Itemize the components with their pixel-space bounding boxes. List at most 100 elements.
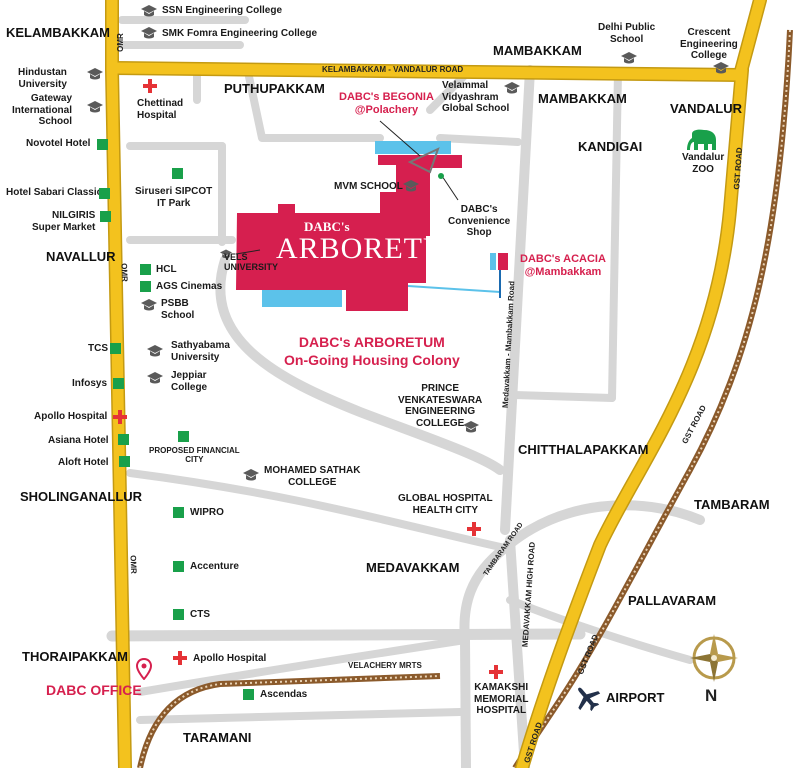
landmark-wipro: WIPRO bbox=[190, 507, 224, 518]
landmark-marker bbox=[118, 434, 129, 445]
compass-north-letter: N bbox=[705, 686, 718, 705]
area-mambakkam: MAMBAKKAM bbox=[538, 91, 627, 106]
project-acacia-label: DABC's ACACIA @Mambakkam bbox=[520, 253, 606, 278]
landmark-marker bbox=[173, 561, 184, 572]
graduation-cap-icon bbox=[141, 5, 157, 17]
landmark-tcs: TCS bbox=[88, 343, 108, 354]
hospital-cross-icon bbox=[113, 410, 127, 424]
landmark-aloft: Aloft Hotel bbox=[58, 457, 109, 468]
college-jeppiar: Jeppiar College bbox=[171, 370, 208, 393]
road-medavakkam-south bbox=[459, 543, 510, 768]
area-pallavaram: PALLAVARAM bbox=[628, 593, 717, 608]
location-pin-icon bbox=[136, 658, 152, 680]
college-ssn: SSN Engineering College bbox=[162, 5, 283, 16]
college-psbb: PSBB School bbox=[161, 298, 195, 321]
pointer-convenience bbox=[441, 175, 459, 201]
road-thoraipakkam bbox=[106, 628, 586, 642]
water-begonia bbox=[375, 141, 451, 154]
college-smk: SMK Fomra Engineering College bbox=[162, 28, 318, 39]
airplane-icon bbox=[578, 687, 601, 712]
road-vels-curve bbox=[215, 255, 505, 475]
road-gst bbox=[516, 64, 748, 768]
road-label-omr-mid: OMR bbox=[119, 263, 130, 282]
project-arboretum-parcel bbox=[236, 155, 462, 311]
road-label-omr-bottom: OMR bbox=[128, 555, 139, 574]
landmark-financial-city: PROPOSED FINANCIAL CITY bbox=[149, 446, 240, 465]
railway-lines bbox=[137, 29, 793, 768]
college-velammal: Velammal Vidyashram Global School bbox=[442, 80, 510, 114]
landmark-airport: AIRPORT bbox=[606, 690, 665, 705]
landmark-marker bbox=[140, 264, 151, 275]
area-taramani: TARAMANI bbox=[183, 730, 252, 745]
road-medavakkam-high bbox=[505, 535, 530, 768]
college-vels: VELS UNIVERSITY bbox=[224, 252, 279, 273]
road-taramani bbox=[136, 636, 469, 696]
area-kandigai: KANDIGAI bbox=[578, 139, 643, 154]
hospital-global: GLOBAL HOSPITAL HEALTH CITY bbox=[398, 493, 493, 516]
area-navallur: NAVALLUR bbox=[46, 249, 116, 264]
graduation-cap-icon bbox=[87, 101, 103, 113]
landmark-marker bbox=[173, 609, 184, 620]
road-tambaram bbox=[500, 500, 705, 553]
road-wipro bbox=[126, 469, 509, 552]
landmark-asiana: Asiana Hotel bbox=[48, 435, 109, 446]
college-dps: Delhi Public School bbox=[598, 22, 656, 45]
landmark-marker bbox=[172, 168, 183, 179]
hospital-cross-icon bbox=[489, 665, 503, 679]
landmark-marker bbox=[173, 507, 184, 518]
area-kelambakkam: KELAMBAKKAM bbox=[6, 25, 110, 40]
graduation-cap-icon bbox=[243, 469, 259, 481]
graduation-cap-icon bbox=[141, 299, 157, 311]
college-prince: PRINCE VENKATESWARA ENGINEERING COLLEGE bbox=[398, 383, 483, 429]
area-tambaram: TAMBARAM bbox=[694, 497, 770, 512]
college-hindustan: Hindustan University bbox=[18, 67, 67, 90]
hospital-cross-icon bbox=[143, 79, 157, 93]
college-mohamed-sathak: MOHAMED SATHAK COLLEGE bbox=[264, 465, 361, 488]
landmark-marker bbox=[113, 378, 124, 389]
landmark-marker bbox=[178, 431, 189, 442]
hospital-chettinad: Chettinad Hospital bbox=[137, 98, 184, 121]
dabc-office-label: DABC OFFICE bbox=[46, 682, 142, 698]
landmark-cts: CTS bbox=[190, 609, 210, 620]
landmark-marker bbox=[110, 343, 121, 354]
pointer-vels bbox=[235, 249, 261, 255]
road-medavakkam-east bbox=[506, 596, 694, 664]
landmark-marker bbox=[99, 188, 110, 199]
hospital-cross-icon bbox=[467, 522, 481, 536]
landmark-ascendas: Ascendas bbox=[260, 689, 308, 700]
hospital-apollo-omr: Apollo Hospital bbox=[34, 411, 108, 422]
college-gateway: Gateway International School bbox=[12, 93, 73, 127]
landmark-novotel: Novotel Hotel bbox=[26, 138, 91, 149]
area-chitthalapakkam: CHITTHALAPAKKAM bbox=[518, 442, 649, 457]
road-label-kelambakkam-vandalur: KELAMBAKKAM - VANDALUR ROAD bbox=[322, 65, 464, 74]
college-sathyabama: Sathyabama University bbox=[171, 340, 230, 363]
area-thoraipakkam: THORAIPAKKAM bbox=[22, 649, 128, 664]
road-label-velachery-mrts: VELACHERY MRTS bbox=[348, 661, 422, 670]
arboretum-logo-small: DABC's bbox=[304, 219, 350, 234]
landmark-nilgiris: NILGIRIS Super Market bbox=[32, 210, 96, 233]
road-label-omr-top: OMR bbox=[115, 33, 125, 52]
compass-icon bbox=[690, 634, 738, 682]
graduation-cap-icon bbox=[147, 372, 163, 384]
landmark-vandalur-zoo: Vandalur ZOO bbox=[682, 152, 725, 175]
area-puthupakkam: PUTHUPAKKAM bbox=[224, 81, 325, 96]
elephant-icon bbox=[687, 129, 716, 150]
graduation-cap-icon bbox=[220, 249, 232, 259]
rail-velachery-mrts bbox=[137, 673, 441, 768]
road-medavakkam-mambakkam bbox=[500, 65, 535, 535]
road-ascendas-south bbox=[136, 708, 464, 724]
hospital-apollo-south: Apollo Hospital bbox=[193, 653, 267, 664]
graduation-cap-icon bbox=[621, 52, 637, 64]
hospital-kamakshi: KAMAKSHI MEMORIAL HOSPITAL bbox=[474, 682, 529, 716]
project-begonia-arrow bbox=[407, 147, 440, 174]
area-mambakkam-top: MAMBAKKAM bbox=[493, 43, 582, 58]
area-medavakkam: MEDAVAKKAM bbox=[366, 560, 460, 575]
graduation-cap-icon bbox=[87, 68, 103, 80]
road-kandigai bbox=[608, 68, 622, 402]
landmark-accenture: Accenture bbox=[190, 561, 239, 572]
arboretum-logo-big: ARBORETUM bbox=[276, 232, 474, 265]
landmark-marker bbox=[97, 139, 108, 150]
project-acacia-parcel bbox=[498, 253, 508, 270]
